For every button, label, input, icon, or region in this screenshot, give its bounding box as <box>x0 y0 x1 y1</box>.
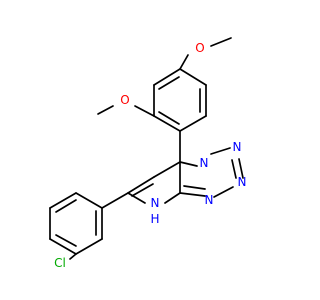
chemical-structure-diagram: O O N N N N N H Cl <box>49 37 246 270</box>
bond-ring-o-left <box>134 105 155 117</box>
bond-o-top-ring <box>179 54 189 70</box>
bond-tetrazole-3 <box>238 158 244 179</box>
bond-tetrazole-5-inner <box>183 185 206 190</box>
bond-aryl-a-1 <box>179 68 207 86</box>
bond-aryl-b-5-inner <box>55 199 77 213</box>
bond-aryl-a-4-inner <box>158 111 180 125</box>
bond-core-1 <box>153 161 181 178</box>
bond-o-left-methyl <box>97 105 114 115</box>
atom-nitrogen-ring-2: N <box>233 140 242 154</box>
bond-aryl-b-3 <box>49 238 77 255</box>
bond-aryl-b-3-inner <box>55 234 77 247</box>
bond-layer <box>49 37 244 260</box>
bond-methyl-top <box>210 37 232 47</box>
bond-core-3 <box>127 192 146 204</box>
atom-nitrogen-ring-3: N <box>238 175 247 189</box>
atom-hydrogen-nh: H <box>150 212 159 226</box>
bond-tetrazole-4 <box>213 186 234 198</box>
atom-nitrogen-nh: N <box>151 196 160 210</box>
bond-aryl-a-6-inner <box>158 76 180 90</box>
bond-core-2-inner <box>131 183 154 197</box>
bond-tetrazole-3-inner <box>231 159 237 179</box>
bond-aryl-b-6 <box>75 192 103 209</box>
bond-tetrazole-1 <box>179 161 198 167</box>
atom-chlorine: Cl <box>54 256 66 270</box>
bond-core-4 <box>164 192 181 204</box>
bond-core-2 <box>127 176 155 194</box>
atom-oxygen-left: O <box>120 93 129 107</box>
bond-ring-chlorine <box>69 253 77 260</box>
atom-nitrogen-ring-4: N <box>205 193 214 207</box>
bond-tetrazole-5 <box>179 192 206 197</box>
bond-aryl-a-6 <box>153 68 181 86</box>
bond-aryl-a-4 <box>153 115 181 132</box>
bond-aryl-a-3 <box>179 115 207 132</box>
bond-core-to-chloroaryl <box>101 192 129 209</box>
bond-aryl-b-5 <box>49 192 77 209</box>
atom-nitrogen-ring-1: N <box>200 156 209 170</box>
atom-label-layer: O O N N N N N H Cl <box>54 41 246 270</box>
atom-oxygen-top: O <box>195 41 204 55</box>
bond-tetrazole-2 <box>210 147 231 155</box>
bond-aryl-b-2 <box>75 238 103 255</box>
